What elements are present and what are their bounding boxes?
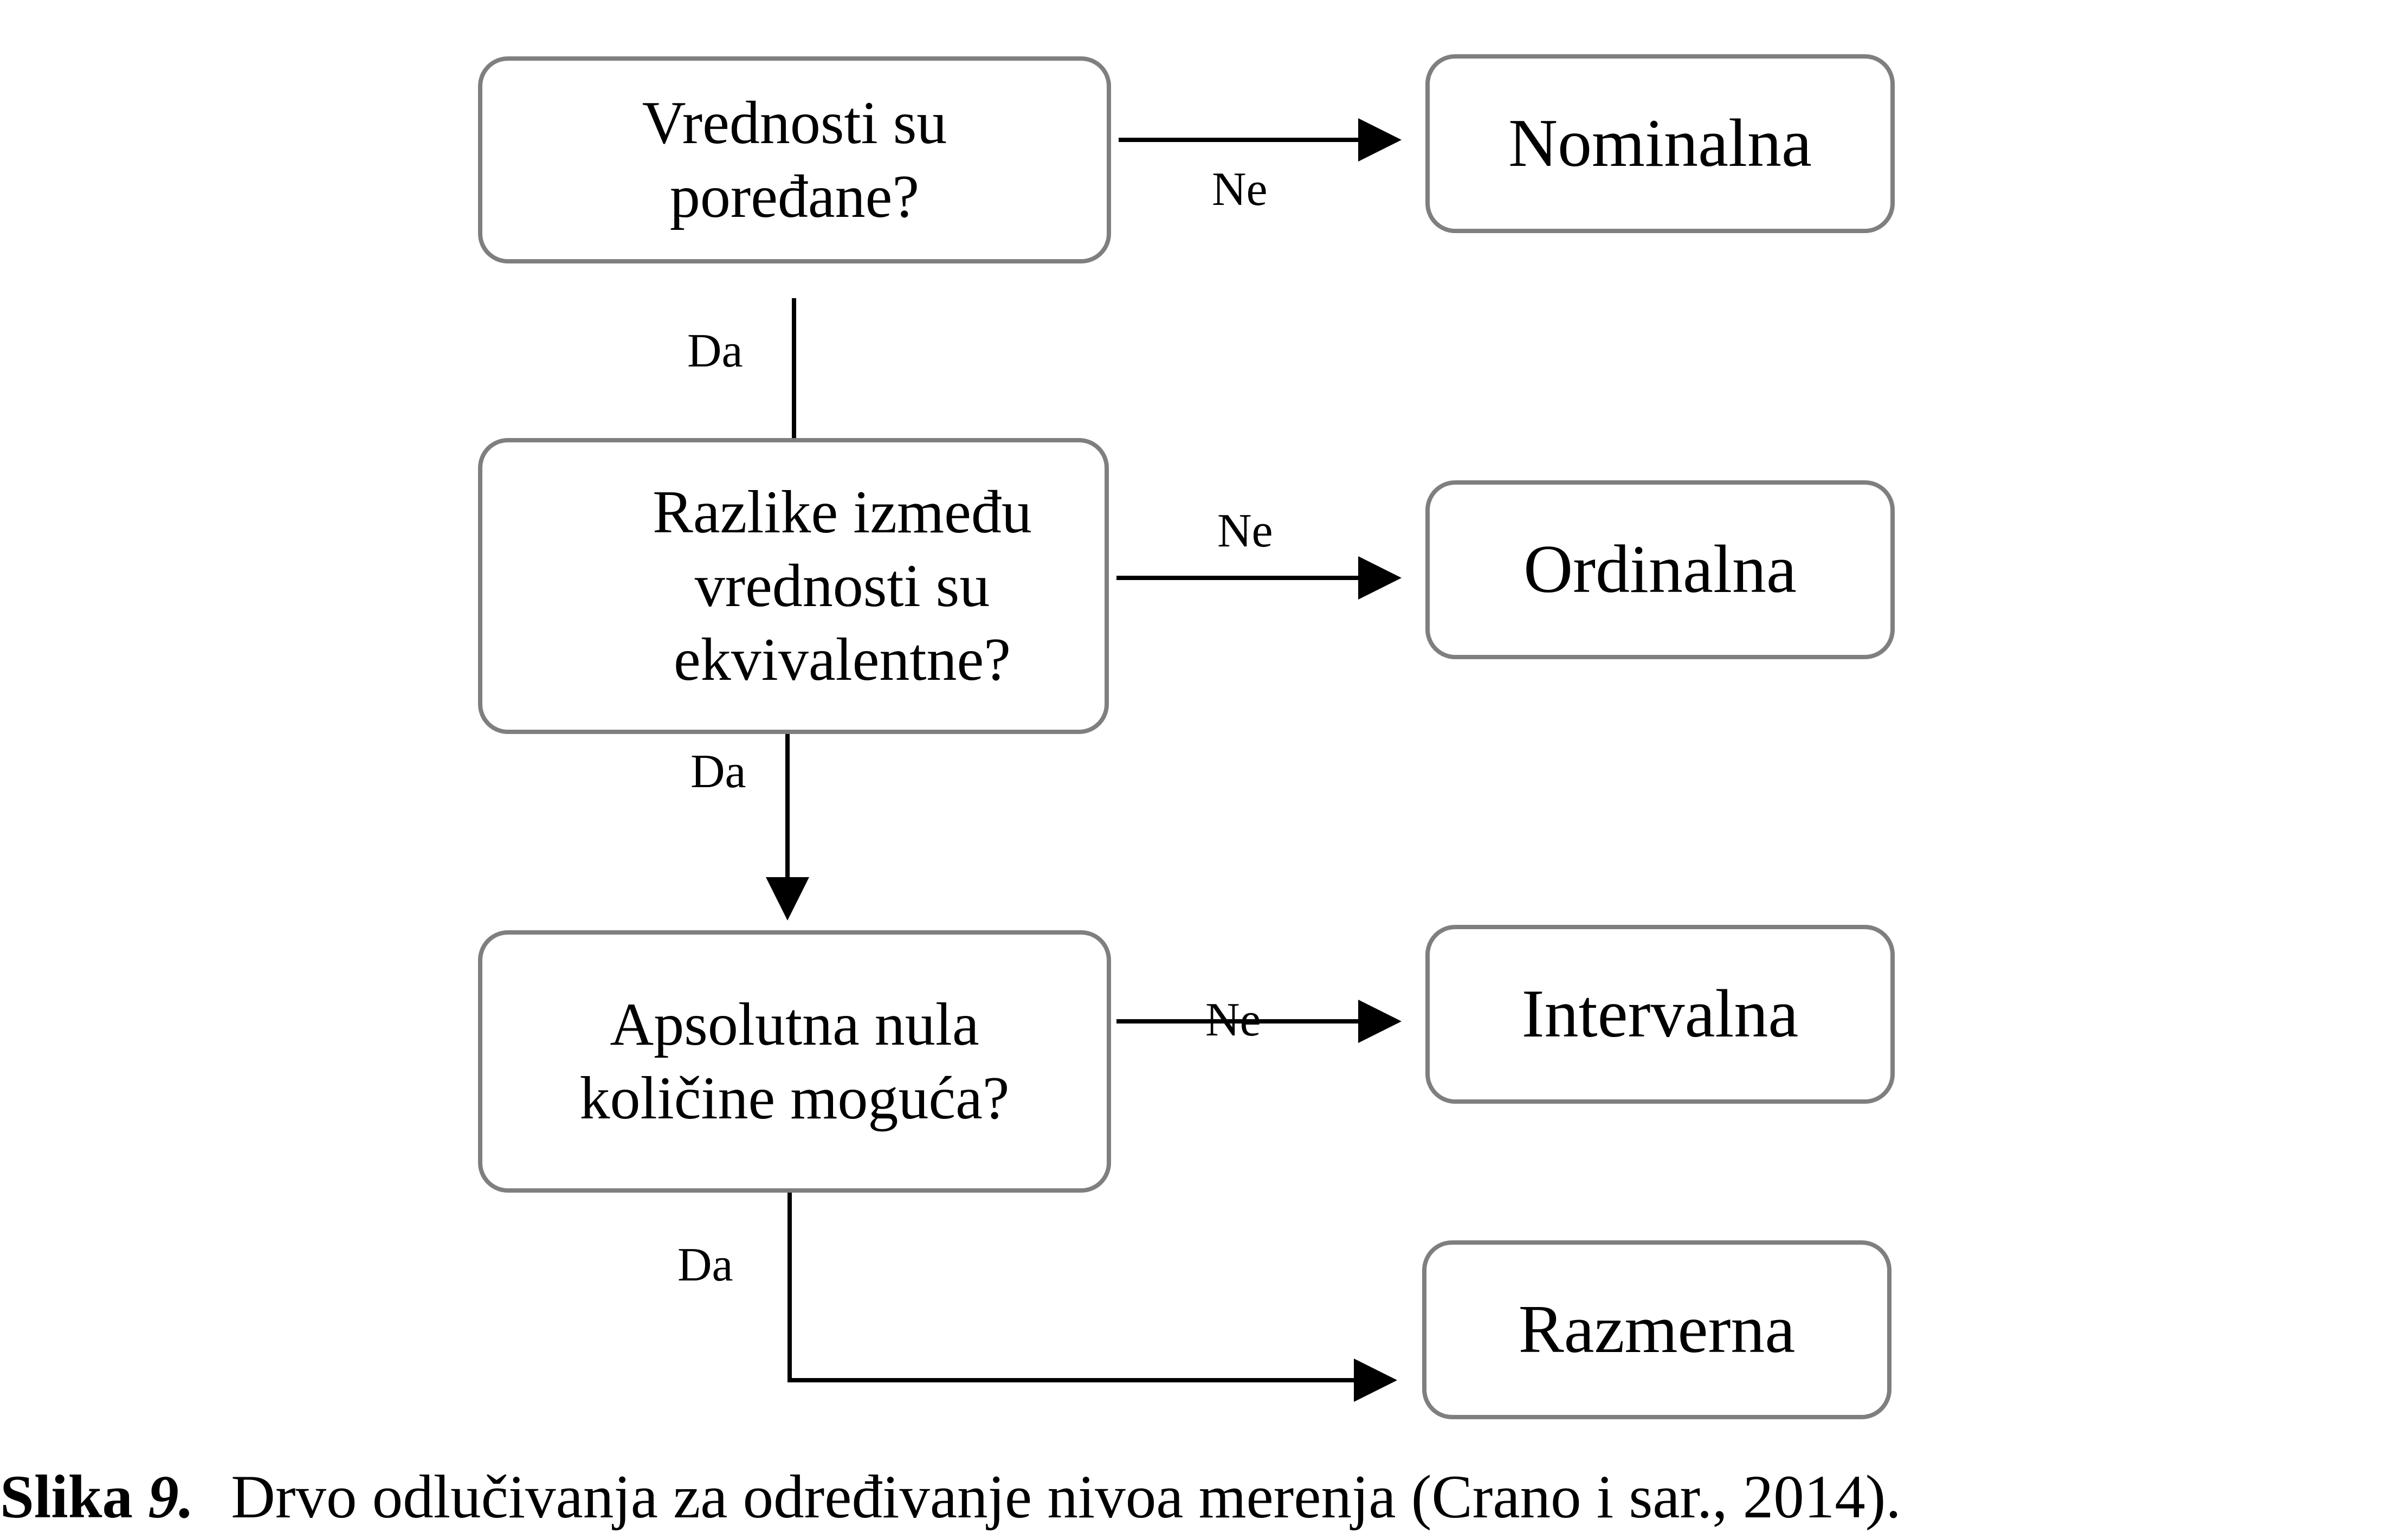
result-box-razmerna: Razmerna bbox=[1422, 1240, 1891, 1419]
edge-label-q1-da: Da bbox=[687, 325, 743, 377]
question-text-ordered: Vrednosti su poređane? bbox=[642, 89, 947, 230]
result-text-ordinalna: Ordinalna bbox=[1523, 532, 1797, 607]
result-box-intervalna: Intervalna bbox=[1425, 925, 1895, 1104]
caption-text: Drvo odlučivanja za određivanje nivoa me… bbox=[231, 1463, 1901, 1531]
figure-caption: Slika 9. Drvo odlučivanja za određivanje… bbox=[0, 1465, 1901, 1530]
question-box-ordered: Vrednosti su poređane? bbox=[478, 56, 1111, 263]
caption-number: 9. bbox=[148, 1463, 194, 1531]
result-text-razmerna: Razmerna bbox=[1518, 1292, 1796, 1367]
question-box-absolute-zero: Apsolutna nula količine moguća? bbox=[478, 930, 1111, 1193]
question-box-equal-differences: Razlike između vrednosti su ekvivalentne… bbox=[478, 438, 1109, 734]
arrow-q3-to-razmerna bbox=[787, 1187, 1397, 1402]
question-text-equal-differences: Razlike između vrednosti su ekvivalentne… bbox=[653, 479, 1032, 693]
result-text-nominalna: Nominalna bbox=[1508, 106, 1812, 181]
result-text-intervalna: Intervalna bbox=[1521, 976, 1799, 1052]
caption-label: Slika bbox=[0, 1463, 133, 1531]
result-box-ordinalna: Ordinalna bbox=[1425, 480, 1895, 659]
question-text-absolute-zero: Apsolutna nula količine moguća? bbox=[579, 991, 1010, 1132]
result-box-nominalna: Nominalna bbox=[1425, 54, 1895, 233]
edge-label-q3-ne: Ne bbox=[1205, 994, 1261, 1046]
edge-label-q2-ne: Ne bbox=[1217, 505, 1273, 557]
edge-label-q1-ne: Ne bbox=[1212, 163, 1268, 216]
edge-label-q2-da: Da bbox=[690, 745, 746, 798]
edge-label-q3-da: Da bbox=[677, 1239, 733, 1291]
